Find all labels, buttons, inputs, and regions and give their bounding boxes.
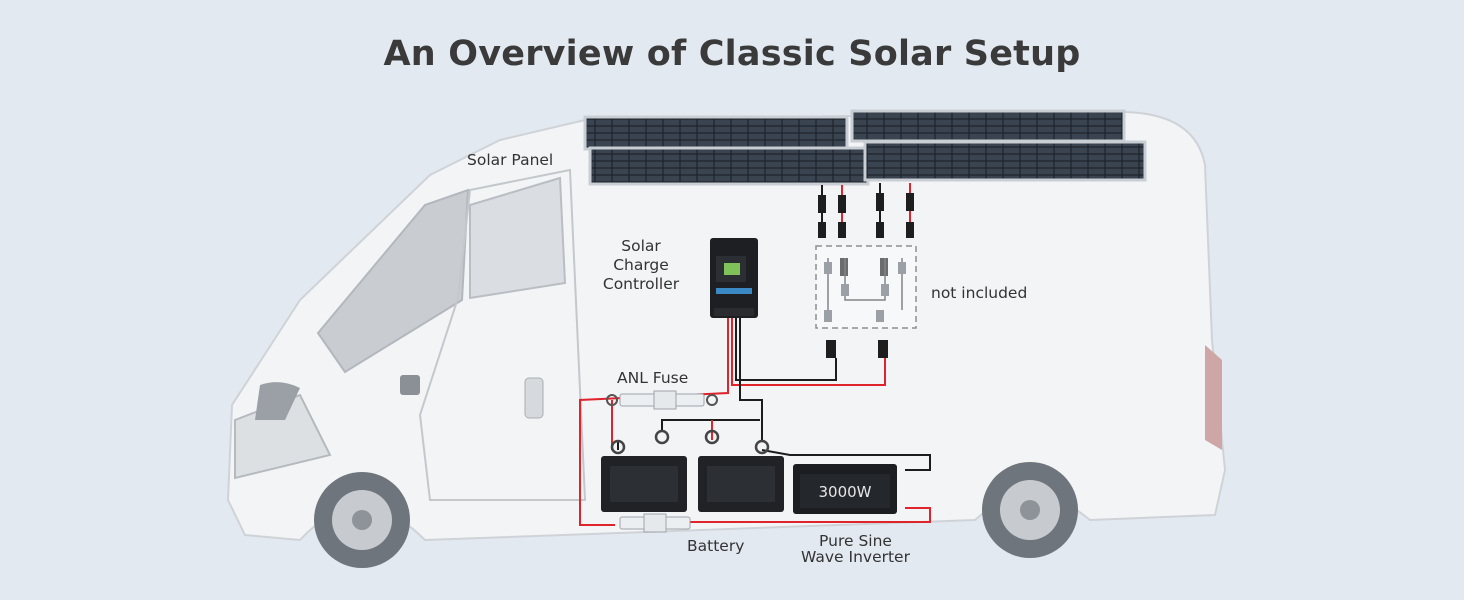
label-charge-controller-line1: Solar — [621, 237, 661, 255]
solar-panel-3 — [588, 146, 870, 186]
battery-fuse — [619, 513, 691, 533]
label-solar-panel: Solar Panel — [467, 151, 554, 169]
label-charge-controller-line3: Controller — [602, 275, 680, 293]
mc4-connectors — [818, 183, 914, 358]
label-charge-controller-line2: Charge — [613, 256, 669, 274]
van-illustration — [226, 110, 1227, 568]
solar-panels — [583, 109, 1147, 186]
anl-fuse — [606, 390, 718, 410]
solar-panel-4 — [863, 140, 1147, 182]
solar-panel-2 — [850, 109, 1126, 143]
label-inverter-line1: Pure Sine — [819, 532, 892, 550]
inverter-rating: 3000W — [818, 483, 871, 501]
charge-controller — [710, 238, 758, 318]
label-battery: Battery — [687, 537, 745, 555]
solar-panel-1 — [583, 115, 849, 151]
label-inverter-line2: Wave Inverter — [801, 548, 910, 566]
battery-2 — [698, 429, 784, 512]
battery-1 — [601, 429, 687, 512]
label-charge-controller: Solar Charge Controller — [595, 237, 687, 294]
label-not-included: not included — [931, 284, 1028, 302]
label-inverter: Pure Sine Wave Inverter — [793, 533, 918, 565]
not-included-box — [815, 245, 917, 329]
page-title: An Overview of Classic Solar Setup — [383, 34, 1081, 74]
label-anl-fuse: ANL Fuse — [617, 369, 689, 387]
inverter: 3000W — [793, 464, 897, 514]
